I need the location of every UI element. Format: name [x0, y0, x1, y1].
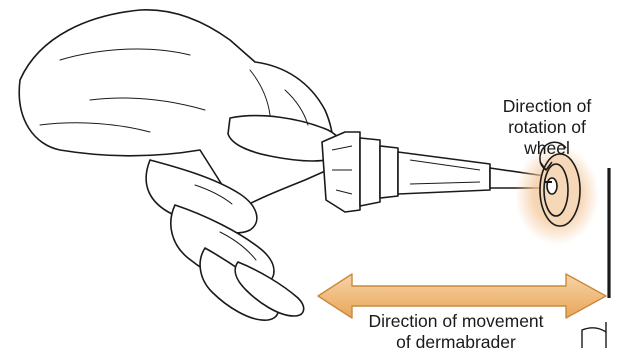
double-headed-arrow [317, 273, 607, 319]
corner-bracket [581, 322, 607, 348]
curved-rotation-arrow [539, 141, 567, 171]
abrasive-wheel [539, 153, 581, 227]
movement-label-line-2: of dermabrader [396, 332, 516, 352]
movement-direction-label: Direction of movement of dermabrader [332, 311, 580, 353]
rotation-direction-label: Direction of rotation of wheel [478, 96, 616, 159]
hand-illustration [18, 9, 343, 321]
rotation-label-line-2: rotation of [508, 117, 586, 137]
movement-label-line-1: Direction of movement [368, 311, 544, 331]
rotation-label-line-3: wheel [524, 138, 570, 158]
rotation-label-line-1: Direction of [502, 96, 592, 116]
